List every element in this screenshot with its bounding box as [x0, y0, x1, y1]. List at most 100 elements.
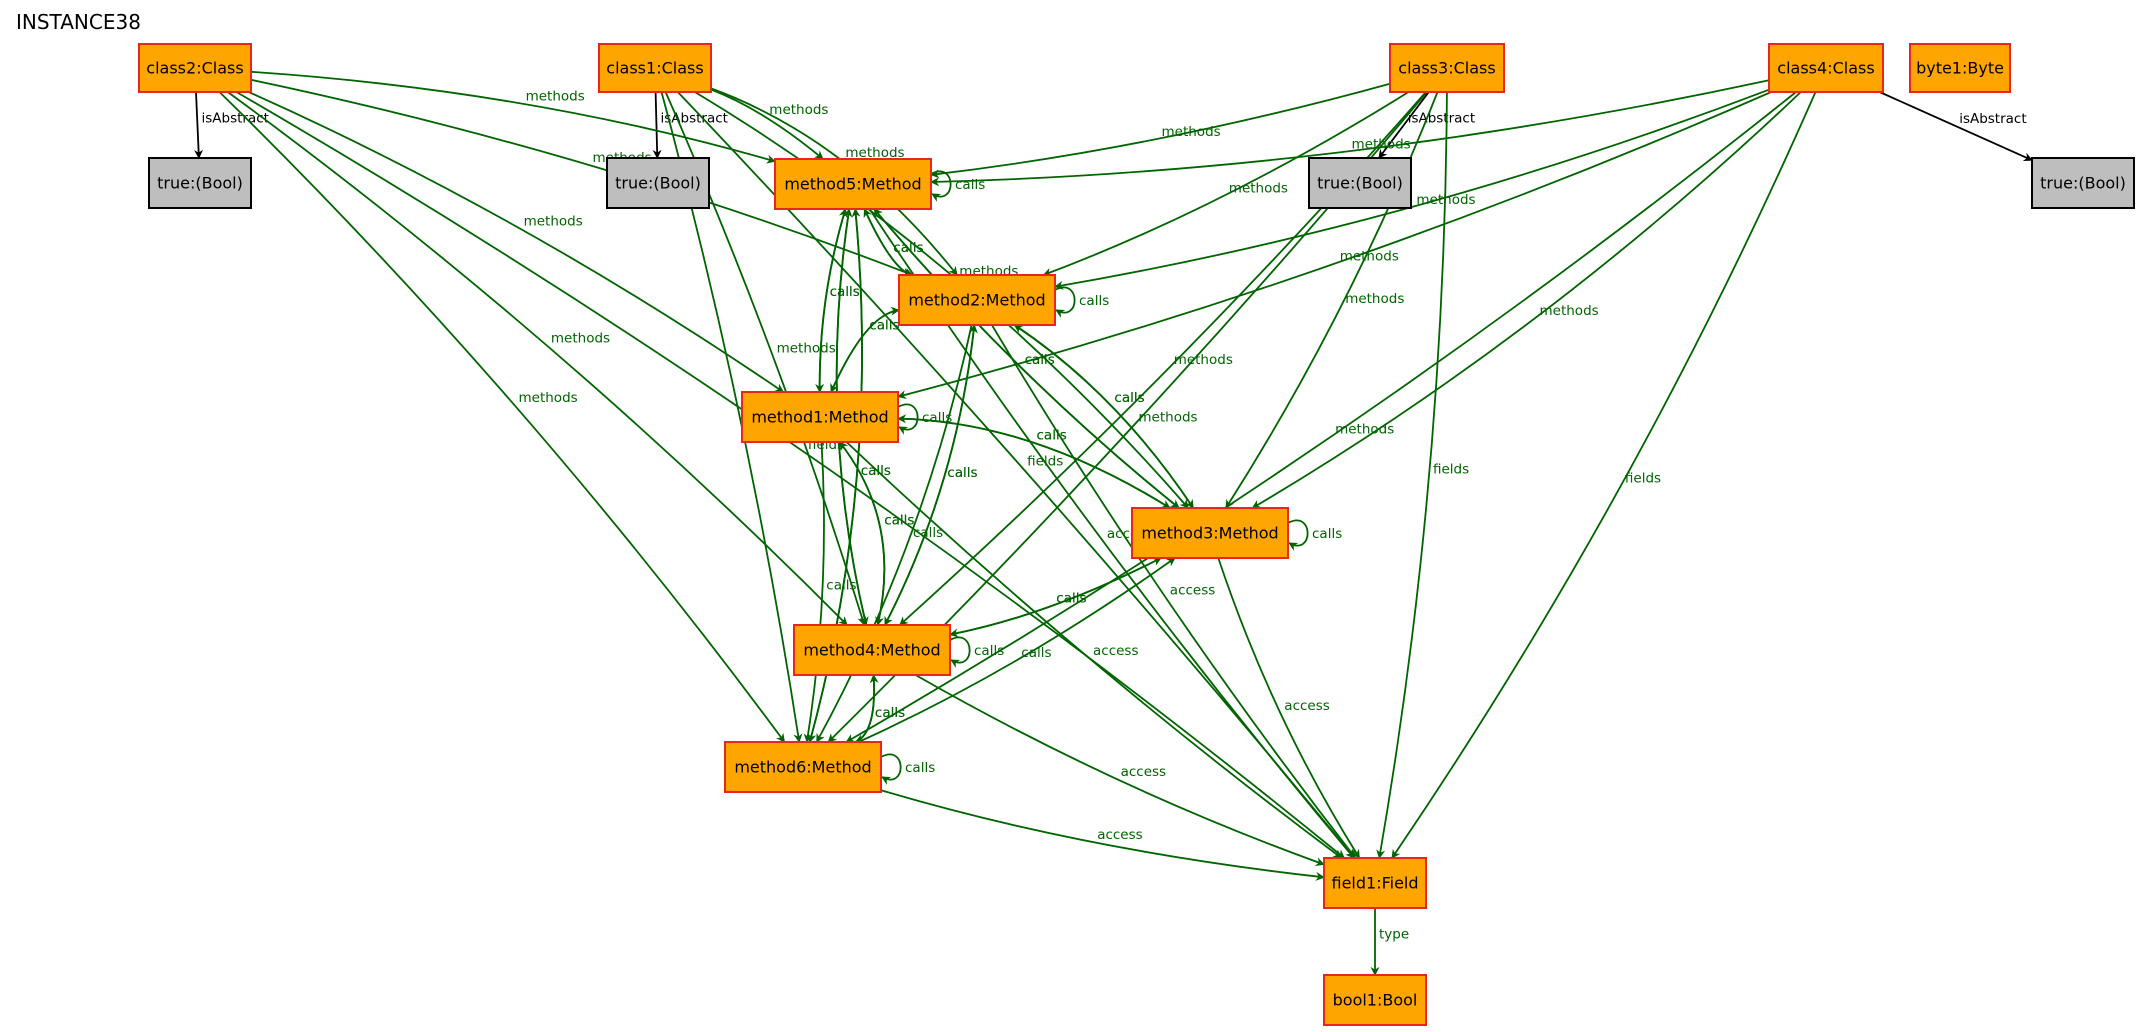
edge-label: methods	[526, 89, 585, 105]
node-label: true:(Bool)	[157, 174, 243, 193]
edge-method1-method6-55: calls	[803, 441, 857, 743]
edge-line	[930, 79, 1770, 187]
edge-line	[710, 88, 824, 160]
node-byte1[interactable]: byte1:Byte	[1909, 43, 2011, 93]
node-class3[interactable]: class3:Class	[1389, 43, 1505, 93]
edge-label: calls	[947, 465, 977, 481]
node-method1[interactable]: method1:Method	[741, 391, 899, 443]
edge-class2-true2-0: isAbstract	[194, 91, 269, 159]
node-box	[793, 624, 951, 676]
node-method4[interactable]: method4:Method	[793, 624, 951, 676]
edge-method3-method5-39: calls	[873, 208, 1180, 509]
edge-label: methods	[551, 331, 610, 347]
edge-label: isAbstract	[661, 110, 728, 126]
edge-line	[1054, 286, 1076, 318]
edge-label: calls	[875, 705, 905, 721]
edge-label: methods	[1345, 291, 1404, 307]
node-method2[interactable]: method2:Method	[898, 274, 1056, 326]
edge-line	[873, 208, 1180, 509]
edge-label: calls	[1114, 390, 1144, 406]
edge-line	[1251, 91, 1802, 509]
edge-label: calls	[861, 463, 891, 479]
node-label: true:(Bool)	[2040, 174, 2126, 193]
node-method5[interactable]: method5:Method	[774, 158, 932, 210]
edge-method6-method4-60: calls	[855, 674, 905, 743]
node-field1[interactable]: field1:Field	[1323, 857, 1427, 909]
node-true1[interactable]: true:(Bool)	[606, 157, 710, 209]
edge-line	[830, 306, 900, 393]
edge-label: access	[1121, 764, 1167, 780]
edge-label: methods	[1229, 180, 1288, 196]
node-label: class2:Class	[146, 59, 243, 78]
edge-label: methods	[519, 390, 578, 406]
edge-method5-method5-28: calls	[930, 170, 985, 202]
node-class2[interactable]: class2:Class	[138, 43, 252, 93]
edge-method2-method6-50: calls	[815, 324, 973, 743]
edge-label: methods	[769, 102, 828, 118]
edge-class2-method1-6: methods	[248, 91, 785, 393]
edge-line	[845, 441, 1343, 859]
edge-line	[1054, 88, 1770, 290]
edge-class4-method5-22: methods	[930, 79, 1770, 187]
node-box	[1768, 43, 1884, 93]
edge-line	[930, 82, 1391, 179]
edge-label: fields	[1625, 471, 1661, 487]
edge-class1-true1-1: isAbstract	[652, 91, 728, 159]
edge-line	[991, 324, 1357, 859]
edge-label: calls	[1312, 526, 1342, 542]
edge-class2-method5-4: methods	[250, 70, 776, 164]
edge-label: calls	[1025, 352, 1055, 368]
edge-field1-bool1-67: type	[1370, 907, 1409, 976]
edge-method4-field1-65: access	[915, 674, 1325, 866]
edge-label: calls	[1056, 591, 1086, 607]
node-true2[interactable]: true:(Bool)	[148, 157, 252, 209]
edge-class3-method5-16: methods	[930, 82, 1391, 179]
edge-line	[1391, 91, 1817, 859]
edge-class2-method4-7: methods	[227, 91, 848, 626]
node-box	[1389, 43, 1505, 93]
node-method3[interactable]: method3:Method	[1131, 507, 1289, 559]
edge-method4-method4-32: calls	[949, 636, 1004, 668]
edge-label: methods	[1335, 422, 1394, 438]
node-label: true:(Bool)	[615, 174, 701, 193]
node-label: class1:Class	[606, 59, 703, 78]
node-label: method3:Method	[1141, 524, 1278, 543]
edge-line	[1879, 91, 2033, 162]
node-label: true:(Bool)	[1317, 174, 1403, 193]
edge-line	[1013, 324, 1195, 509]
edge-label: access	[1284, 698, 1330, 714]
edge-line	[818, 208, 848, 393]
node-box	[774, 158, 932, 210]
edge-method4-method3-57: calls	[949, 557, 1162, 636]
edge-line	[194, 91, 204, 159]
edge-label: calls	[830, 284, 860, 300]
diagram-title: INSTANCE38	[16, 10, 141, 34]
edge-line	[949, 636, 971, 668]
edge-method4-method2-49: calls	[884, 324, 978, 626]
node-method6[interactable]: method6:Method	[724, 741, 882, 793]
edge-label: calls	[1025, 352, 1055, 368]
edge-class3-field1-21: fields	[1376, 91, 1469, 859]
edge-line	[1287, 519, 1309, 551]
edge-label: methods	[845, 145, 904, 161]
edge-line	[1042, 91, 1409, 277]
edge-class4-method3-25: methods	[1251, 91, 1802, 509]
edge-line	[815, 208, 847, 393]
node-class4[interactable]: class4:Class	[1768, 43, 1884, 93]
edge-label: calls	[869, 318, 899, 334]
edge-label: calls	[974, 643, 1004, 659]
node-label: method4:Method	[803, 641, 940, 660]
edge-label: type	[1379, 927, 1409, 943]
node-true3[interactable]: true:(Bool)	[1308, 157, 1412, 209]
node-bool1[interactable]: bool1:Bool	[1323, 974, 1427, 1026]
edge-label: methods	[1540, 303, 1599, 319]
edge-method1-field1-63: access	[845, 441, 1343, 859]
edge-label: methods	[1416, 192, 1475, 208]
edge-label: calls	[1021, 645, 1051, 661]
edge-line	[1378, 91, 1430, 159]
node-true4[interactable]: true:(Bool)	[2031, 157, 2135, 209]
node-class1[interactable]: class1:Class	[598, 43, 712, 93]
edge-line	[652, 91, 662, 159]
node-label: byte1:Byte	[1916, 59, 2004, 78]
